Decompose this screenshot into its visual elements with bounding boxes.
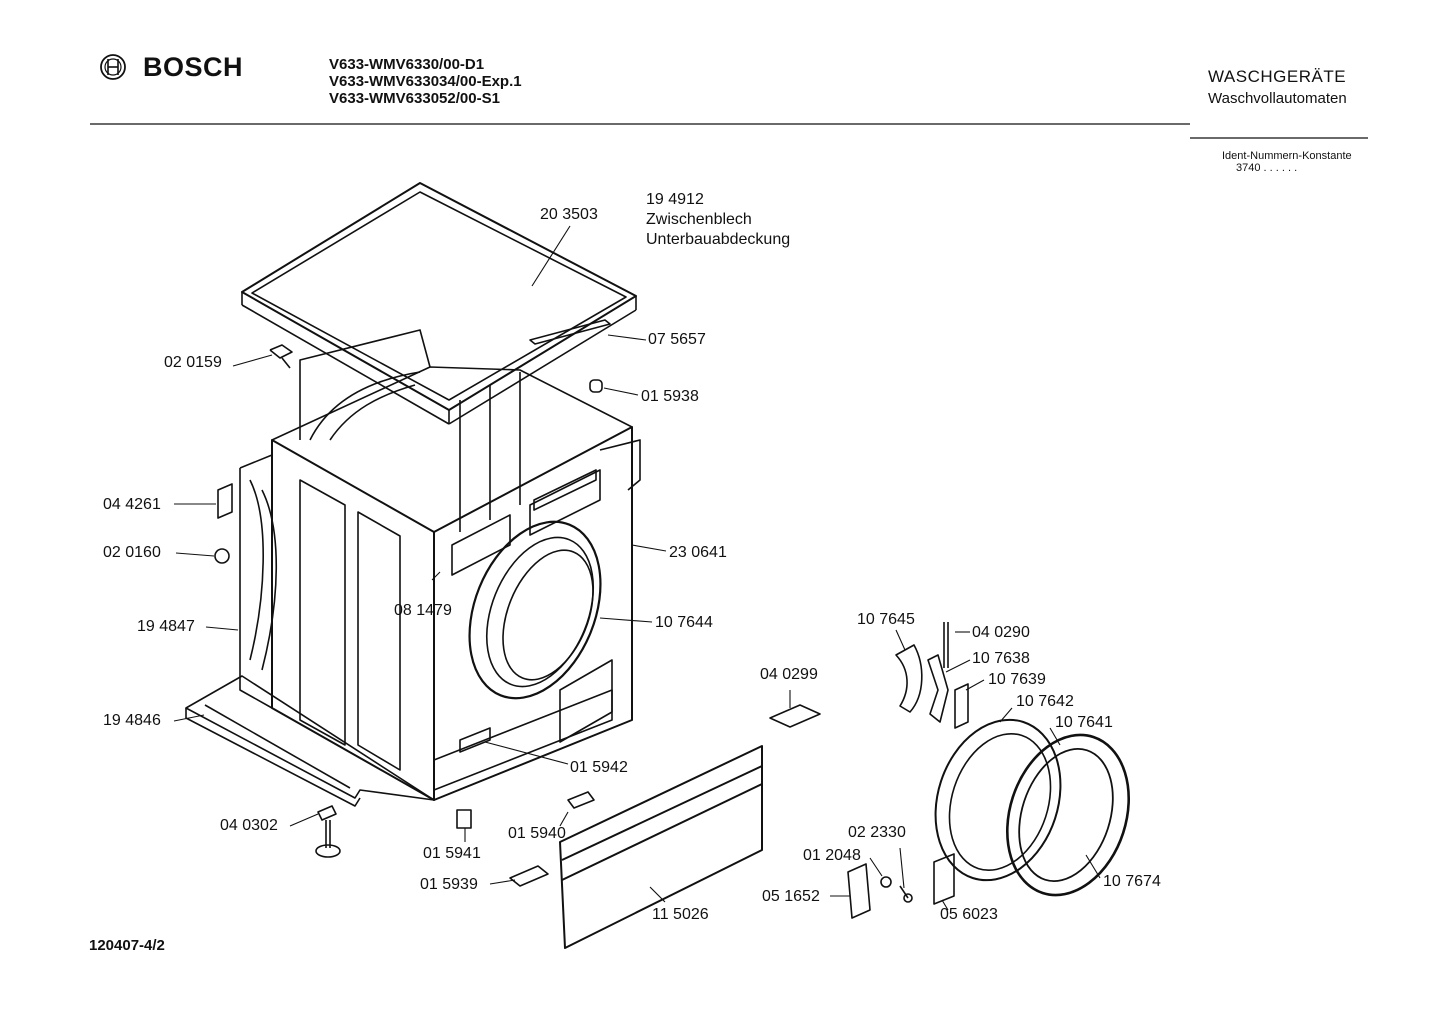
part-label: 02 2330 [848, 824, 906, 841]
side-frame-shape [239, 454, 278, 709]
note-line-2: Unterbauabdeckung [646, 231, 791, 248]
part-label: 02 0159 [164, 354, 222, 371]
part-label: 04 0302 [220, 817, 278, 834]
ident-value: 3740 . . . . . . [1236, 162, 1298, 174]
part-label: 01 5941 [423, 845, 481, 862]
part-label: 19 4846 [103, 712, 161, 729]
part-label: 01 2048 [803, 847, 861, 864]
front-panel-shape [559, 745, 763, 949]
part-label: 01 5939 [420, 876, 478, 893]
part-label: 10 7644 [655, 614, 713, 631]
part-label: 19 4847 [137, 618, 195, 635]
part-label: 01 5942 [570, 759, 628, 776]
part-label: 23 0641 [669, 544, 727, 561]
category-subtitle: Waschvollautomaten [1208, 90, 1347, 107]
part-label: 10 7674 [1103, 873, 1161, 890]
leader-lines [173, 225, 1101, 911]
part-label: 10 7645 [857, 611, 915, 628]
part-label: 04 0290 [972, 624, 1030, 641]
note-line-1: Zwischenblech [646, 211, 752, 228]
door-parts [847, 622, 1131, 919]
brand-logo-text: BOSCH [143, 52, 244, 82]
base-frame-shape [185, 675, 435, 807]
part-label: 11 5026 [652, 906, 709, 923]
top-cover-shape [241, 182, 637, 425]
part-label: 01 5940 [508, 825, 566, 842]
part-label: 02 0160 [103, 544, 161, 561]
note-part-number: 19 4912 [646, 191, 704, 208]
part-label: 08 1479 [394, 602, 452, 619]
ident-label: Ident-Nummern-Konstante [1222, 150, 1352, 162]
model-line-3: V633-WMV633052/00-S1 [329, 90, 500, 107]
part-label: 04 0299 [760, 666, 818, 683]
category-title: WASCHGERÄTE [1208, 67, 1347, 86]
part-label: 10 7642 [1016, 693, 1074, 710]
model-line-1: V633-WMV6330/00-D1 [329, 56, 485, 73]
model-line-2: V633-WMV633034/00-Exp.1 [329, 73, 522, 90]
small-parts [214, 344, 821, 887]
strip-shape [529, 319, 611, 345]
part-label: 04 4261 [103, 496, 161, 513]
document-number: 120407-4/2 [89, 937, 165, 954]
part-label: 10 7638 [972, 650, 1030, 667]
part-label: 07 5657 [648, 331, 706, 348]
part-label: 10 7641 [1055, 714, 1113, 731]
part-label: 10 7639 [988, 671, 1046, 688]
part-label: 01 5938 [641, 388, 699, 405]
part-label: 05 6023 [940, 906, 998, 923]
part-label: 20 3503 [540, 206, 598, 223]
bosch-logo-icon [100, 54, 126, 80]
part-label: 05 1652 [762, 888, 820, 905]
